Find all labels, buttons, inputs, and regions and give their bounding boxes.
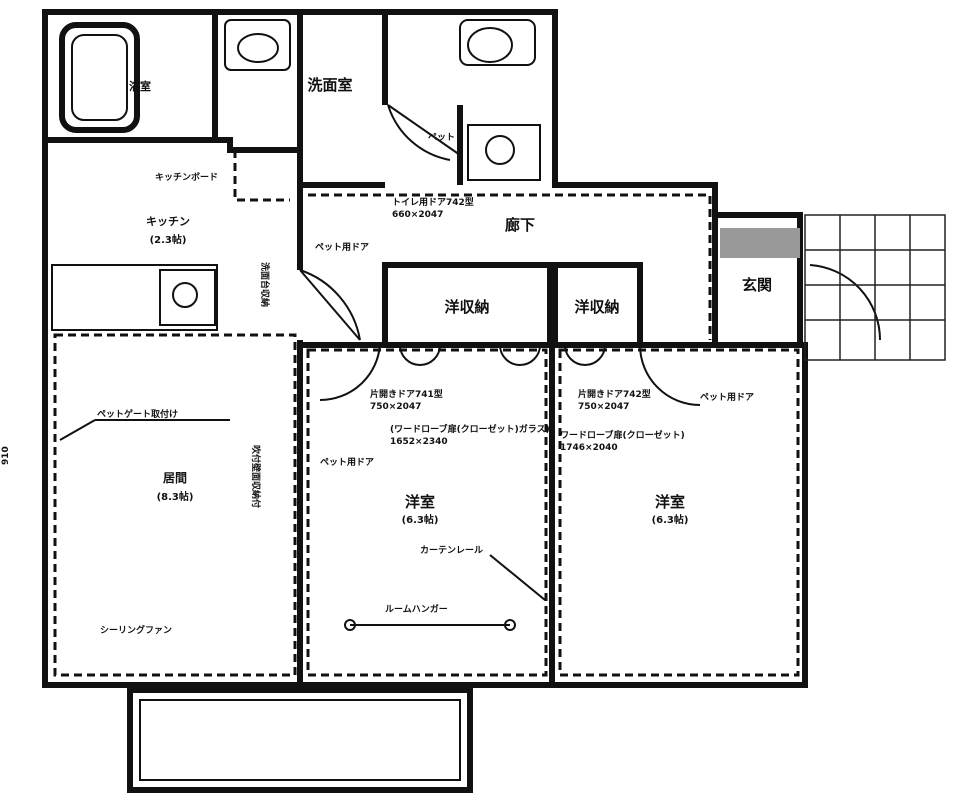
room-label-western2: 洋室 — [655, 493, 685, 511]
room-area-western1: (6.3帖) — [402, 513, 439, 526]
entrance-porch-tiles — [720, 214, 946, 361]
note-kitchen-board: キッチンボード — [155, 171, 218, 183]
room-area-western2: (6.3帖) — [652, 513, 689, 526]
note-pet-door-room2: ペット用ドア — [700, 392, 754, 403]
note-closet-door2-size: 750×2047 — [578, 402, 629, 412]
curtain-rail-leader — [489, 554, 546, 601]
room-area-kitchen: (2.3帖) — [150, 233, 187, 246]
note-ceiling-fan: シーリングファン — [100, 624, 172, 636]
finish-lines — [53, 150, 800, 677]
pet-gate-leader — [59, 419, 96, 441]
door-swings — [299, 104, 882, 406]
dimension-left: 910 — [1, 446, 11, 465]
note-storage-vertical: 洗面台収納 — [259, 262, 271, 307]
room-label-closet2: 洋収納 — [574, 298, 619, 316]
room-label-closet1: 洋収納 — [444, 298, 489, 316]
toilet-icon — [459, 19, 536, 66]
room-label-kitchen: キッチン — [146, 215, 190, 228]
note-pet-gate: ペットゲート取付け — [97, 408, 178, 420]
note-living-wall: 吹付壁面収納付 — [250, 445, 262, 508]
note-wardrobe2-size: 1746×2040 — [560, 443, 618, 453]
note-wardrobe1: (ワードローブ扉(クローゼット)ガラス) — [390, 423, 550, 435]
sink-icon — [159, 269, 216, 326]
note-closet-door2: 片開きドア742型 — [578, 388, 651, 400]
room-label-washroom: 洗面室 — [307, 76, 352, 94]
note-closet-door1: 片開きドア741型 — [370, 388, 443, 400]
outer-walls — [42, 9, 808, 688]
room-label-hall: 廊下 — [505, 216, 535, 234]
note-wardrobe1-size: 1652×2340 — [390, 437, 448, 447]
note-toilet-door-size: 660×2047 — [392, 210, 443, 220]
room-label-living: 居間 — [163, 471, 187, 485]
washing-machine-pan — [467, 124, 541, 181]
room-label-entrance: 玄関 — [742, 276, 772, 294]
note-pet-door-room1: ペット用ドア — [320, 457, 374, 468]
balcony — [127, 687, 473, 793]
interior-walls — [51, 12, 805, 685]
note-pet: ペット — [428, 132, 455, 143]
note-room-hanger: ルームハンガー — [385, 603, 448, 615]
note-toilet-door: トイレ用ドア742型 — [392, 196, 474, 208]
room-label-bath: 浴室 — [129, 79, 151, 93]
note-wardrobe2: ワードローブ扉(クローゼット) — [560, 429, 685, 441]
bathtub-icon — [59, 22, 140, 133]
note-closet-door1-size: 750×2047 — [370, 402, 421, 412]
wash-basin-icon — [224, 19, 291, 71]
note-curtain-rail: カーテンレール — [420, 545, 483, 556]
room-area-living: (8.3帖) — [157, 490, 194, 503]
entrance-step — [720, 228, 800, 258]
note-pet-door-hall: ペット用ドア — [315, 242, 369, 253]
room-label-western1: 洋室 — [405, 493, 435, 511]
